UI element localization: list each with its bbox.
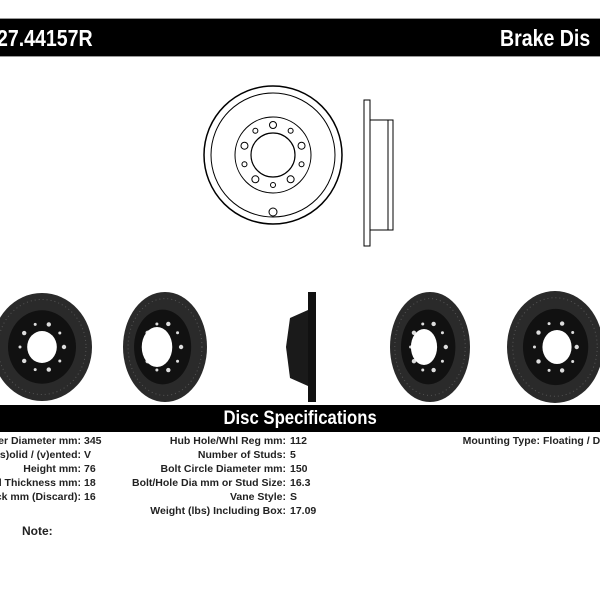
bolt-hole [155,322,159,326]
bolt-hole [270,182,276,188]
spec-value: 18 [84,477,96,489]
category-title: Brake Dis [500,25,591,51]
bolt-hole [547,368,551,372]
disc-photo-1 [0,293,92,401]
spec-row: Height mm:76 [0,462,600,476]
bolt-hole [431,321,436,327]
disc-photo-2 [123,292,207,402]
bolt-hole [286,175,295,184]
bolt-hole [269,121,277,129]
disc-photo-5 [507,291,600,403]
spec-label: (s)olid / (v)ented: [0,449,81,461]
bolt-hole [46,322,51,327]
bolt-hole [571,331,575,335]
spec-value: 17.09 [290,505,317,517]
spec-label: Thick mm (Discard): [0,491,81,503]
bolt-hole [571,359,575,363]
spec-value: 16.3 [290,477,311,489]
bolt-hole [298,161,305,168]
spec-row: Bolt Circle Diameter mm: 150 [0,462,600,476]
spec-value: Floating / DIH [543,435,600,447]
spec-label: inal Thickness mm: [0,477,81,489]
spec-row: Weight (lbs) Including Box: 17.09 [0,504,600,518]
bolt-hole [22,330,27,336]
spec-value: 112 [290,435,307,447]
spec-row: Vane Style: S [0,490,600,504]
spec-value: V [84,449,92,461]
spec-row: inal Thickness mm:18 [0,476,600,490]
bolt-hole [33,368,37,372]
spec-value: 76 [84,463,96,475]
spec-value: S [290,491,298,503]
bolt-hole [440,331,444,335]
spec-label: Height mm: [23,463,81,475]
spec-label: Number of Studs: [197,449,286,461]
spec-row: Mounting Type:Floating / DIH [0,434,600,448]
bolt-hole [46,367,51,372]
bolt-hole [176,331,180,335]
spec-row: Bolt/Hole Dia mm or Stud Size: 16.3 [0,476,600,490]
spec-value: 345 [84,435,102,447]
spec-label: Vane Style: [229,491,286,503]
spec-value: 16 [84,491,96,503]
bolt-hole [155,368,159,372]
disc-photo-4 [390,292,470,402]
bolt-hole [287,127,294,134]
spec-label: Mounting Type: [462,435,540,447]
bolt-hole [536,359,541,364]
front-line-drawing [203,85,343,225]
bolt-hole [61,344,67,350]
bolt-hole [33,322,37,326]
bolt-hole [18,345,22,349]
bolt-hole [240,141,249,150]
spec-row: Outer Diameter mm:345 [0,434,600,448]
bolt-hole [440,359,444,363]
bolt-hole [559,321,565,326]
bolt-hole [241,161,248,168]
bolt-hole [559,368,565,373]
bolt-hole [421,368,425,372]
bolt-hole [58,359,62,363]
bolt-hole [22,358,27,364]
bolt-hole [58,331,62,335]
spec-title: Disc Specifications [223,408,377,429]
header-bar: 27.44157R Brake Dis [0,18,600,57]
spec-value: 5 [290,449,296,461]
bolt-hole [166,321,171,327]
bolt-hole [252,127,259,134]
bolt-hole [532,345,536,349]
bolt-hole [431,367,436,373]
spec-label: Bolt/Hole Dia mm or Stud Size: [131,477,286,489]
bolt-hole [547,322,551,326]
spec-label: Bolt Circle Diameter mm: [160,463,286,475]
bolt-hole [536,330,541,335]
bolt-hole [443,344,448,350]
bolt-hole [166,367,171,373]
bolt-hole [421,322,425,326]
spec-label: Hub Hole/Whl Reg mm: [169,435,286,447]
part-number: 27.44157R [0,25,93,51]
note-label: Note: [22,524,53,538]
bolt-hole [297,141,306,150]
spec-title-bar: Disc Specifications [0,405,600,432]
bolt-hole [178,344,184,350]
spec-value: 150 [290,463,308,475]
bolt-hole [574,344,579,350]
bolt-hole [251,175,260,184]
spec-label: Outer Diameter mm: [0,435,81,447]
spec-row: Hub Hole/Whl Reg mm: 112 [0,434,600,448]
spec-row: (s)olid / (v)ented:V [0,448,600,462]
spec-row: Number of Studs: 5 [0,448,600,462]
bolt-hole [176,359,180,363]
spec-label: Weight (lbs) Including Box: [150,505,286,517]
spec-row: Thick mm (Discard):16 [0,490,600,504]
side-line-drawing [363,99,394,247]
disc-photo-side [286,292,316,402]
